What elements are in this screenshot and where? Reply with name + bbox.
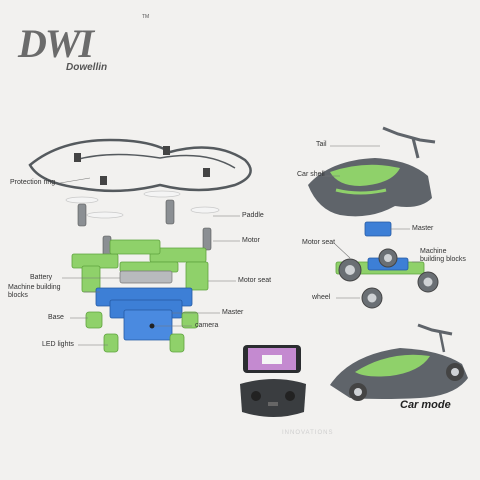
brand-logo-mark: DWI	[18, 21, 94, 66]
label-motor: Motor	[242, 237, 260, 244]
label-master: Master	[222, 309, 244, 316]
smartphone	[243, 345, 301, 373]
motors	[77, 199, 212, 257]
car-shell	[308, 158, 432, 217]
ring-joints	[74, 146, 210, 185]
watermark-text: INNOVATIONS	[282, 430, 334, 436]
drone-leader-lines	[59, 177, 240, 346]
camera-lens	[149, 323, 155, 329]
remote-controller	[240, 379, 306, 417]
protection-ring	[28, 138, 252, 193]
brand-name: Dowellin	[66, 62, 108, 73]
car-tail-strut	[411, 137, 420, 159]
car-tail-wing	[382, 126, 436, 144]
label-led-lights: LED lights	[42, 341, 74, 348]
label-machine-building-blocks: Machine building blocks	[8, 284, 61, 299]
car-mode-caption: Car mode	[400, 399, 451, 411]
label-wheel: wheel	[312, 294, 331, 301]
label-car-master: Master	[412, 225, 434, 232]
paddle-propellers	[65, 190, 220, 219]
label-car-motor-seat: Motor seat	[302, 239, 336, 246]
assembled-car	[330, 323, 468, 401]
label-motor-seat: Motor seat	[238, 277, 272, 284]
car-leader-lines	[322, 145, 420, 299]
label-paddle: Paddle	[242, 212, 264, 219]
base-legs	[85, 311, 199, 353]
car-master-board	[364, 221, 392, 237]
master-board	[123, 309, 173, 341]
label-base: Base	[48, 314, 64, 321]
label-tail: Tail	[316, 141, 327, 148]
battery	[119, 270, 173, 284]
label-protection-ring: Protection ring	[10, 179, 56, 186]
label-battery: Battery	[30, 274, 53, 281]
green-building-blocks	[71, 239, 209, 293]
label-car-machine-building-blocks: Machine building blocks	[420, 248, 466, 263]
label-camera: camera	[195, 322, 219, 329]
trademark-symbol: TM	[142, 14, 150, 20]
label-car-shell: Car shell	[297, 171, 325, 178]
